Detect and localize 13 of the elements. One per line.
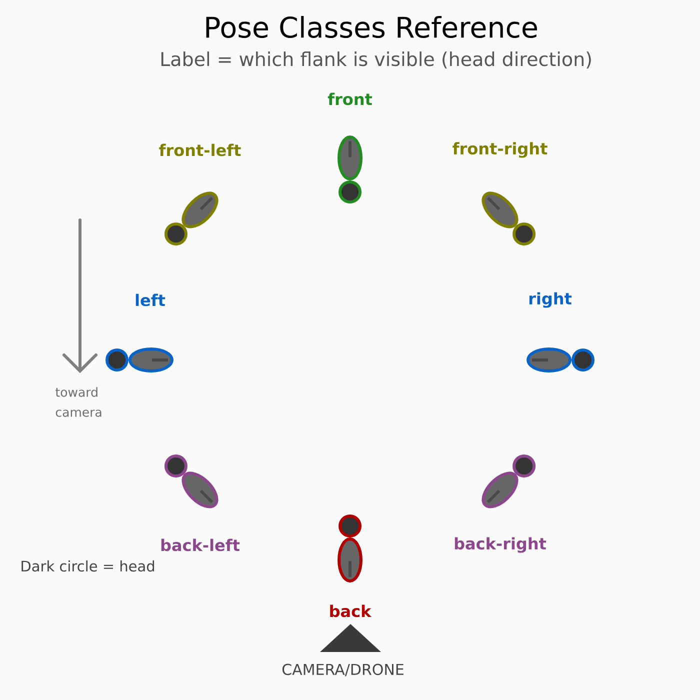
subtitle: Label = which flank is visible (head direction) bbox=[161, 52, 591, 68]
note-text: Dark circle = head bbox=[22, 560, 154, 572]
pose-label: left bbox=[136, 294, 166, 306]
pose-label: front-left bbox=[159, 144, 241, 156]
pose-label: front bbox=[328, 92, 372, 106]
pose-label: back-left bbox=[161, 538, 240, 552]
direction-label: toward camera bbox=[56, 387, 102, 417]
pose-label: back bbox=[330, 604, 372, 618]
pose-label: right bbox=[529, 292, 572, 308]
pose-label: back-right bbox=[454, 537, 546, 553]
pose-label: front-right bbox=[452, 142, 548, 158]
camera-label: CAMERA/DRONE bbox=[282, 664, 404, 676]
title: Pose Classes Reference bbox=[206, 16, 537, 38]
